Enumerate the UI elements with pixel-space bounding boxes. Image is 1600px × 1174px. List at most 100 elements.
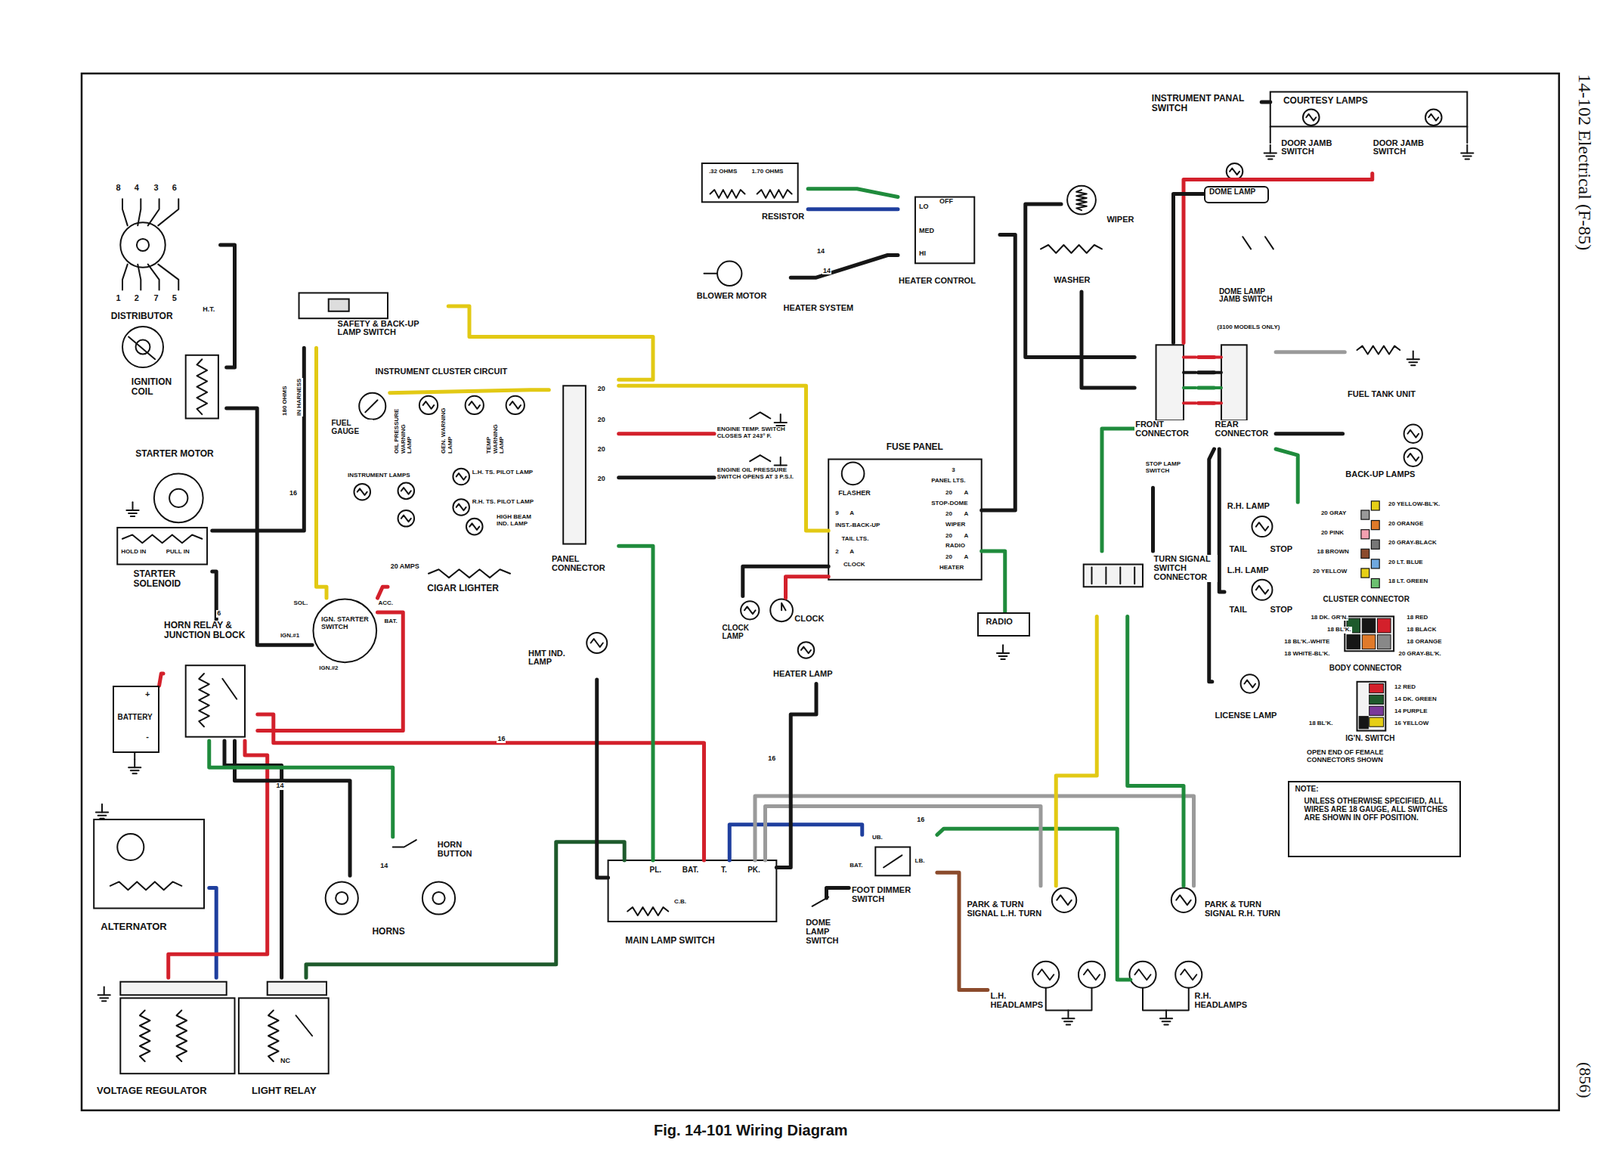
relay-case — [185, 665, 245, 737]
component: DOME LAMP — [1203, 185, 1269, 204]
wire — [765, 806, 1042, 886]
connector-pin — [1361, 548, 1370, 558]
component-label: R.H. LAMP — [1226, 501, 1271, 511]
component-label: - — [145, 732, 150, 742]
component: CLOCK LAMP — [720, 595, 769, 652]
component-label: HORN RELAY & JUNCTION BLOCK — [163, 620, 255, 641]
wire-label: 14 — [816, 247, 826, 256]
component-label: ALTERNATOR — [99, 921, 168, 932]
lamp-filament — [1229, 167, 1240, 175]
wire — [937, 872, 988, 990]
connector-block — [1344, 615, 1394, 651]
component: CLOCK — [767, 597, 835, 629]
ground-symbol — [1064, 1020, 1073, 1022]
wire-label: 20 — [944, 553, 954, 561]
lamp-filament — [1134, 968, 1151, 980]
component-label: MAIN LAMP SWITCH — [624, 935, 715, 946]
wire-label: RADIO — [944, 542, 966, 550]
ground-symbol — [133, 772, 137, 774]
page-frame — [81, 73, 1560, 1111]
lamp-symbol — [1175, 961, 1202, 988]
component-label: CIGAR LIGHTER — [426, 583, 500, 594]
wire — [618, 545, 653, 861]
component: WASHER — [1030, 244, 1115, 292]
component: FRONT CONNECTOR — [1134, 343, 1198, 449]
wire-label: IG'N. SWITCH — [1344, 734, 1396, 743]
regulator-case — [120, 997, 235, 1074]
wire-label: 20 YELLOW-BL'K. — [1387, 501, 1441, 508]
wire — [729, 824, 863, 861]
wire — [389, 389, 550, 394]
wire-label: 1 — [115, 294, 122, 304]
ground-lead — [779, 414, 782, 423]
component-label: C.B. — [673, 898, 688, 906]
wire-label: INSTRUMENT LAMPS — [346, 472, 412, 480]
wire-label: TAIL LTS. — [840, 535, 870, 543]
wire — [1173, 194, 1205, 344]
component-label: STOP — [1268, 544, 1294, 554]
component: INSTRUMENT PANAL SWITCH — [1151, 93, 1262, 131]
wire-label: GEN. WARNING LAMP — [440, 406, 454, 455]
ground-symbol — [1061, 1017, 1074, 1019]
wire — [1081, 291, 1135, 388]
jamb-switch — [1466, 126, 1468, 143]
wire-label: 16 — [288, 489, 298, 498]
component-label: PARK & TURN SIGNAL L.H. TURN — [965, 900, 1050, 919]
component: UB.BAT.LB.FOOT DIMMER SWITCH — [848, 834, 938, 917]
component: LIGHT RELAYNC — [238, 977, 336, 1105]
wire — [168, 740, 268, 978]
ground-symbol — [1265, 155, 1275, 158]
wire-label: 20 PINK — [1320, 529, 1345, 537]
component-label: BLOWER MOTOR — [696, 291, 768, 301]
ground-symbol — [1407, 358, 1420, 360]
wire-label: 18 WHITE-BL'K. — [1283, 650, 1331, 658]
lamp-filament — [401, 487, 412, 495]
resistor-block — [702, 163, 799, 202]
component-label: 1.70 OHMS — [751, 168, 790, 176]
component: PARK & TURN SIGNAL R.H. TURN — [1163, 885, 1285, 950]
component: STARTER MOTOR — [114, 448, 242, 523]
ground-symbol — [999, 655, 1008, 657]
component-label: PK. — [746, 866, 762, 875]
lamp-filament — [1407, 430, 1419, 438]
wire-label: CLUSTER CONNECTOR — [1322, 595, 1411, 604]
ground-symbol — [1465, 158, 1470, 161]
component: SAFETY & BACK-UP LAMP SWITCH — [296, 288, 449, 348]
connector-pin — [1119, 567, 1121, 585]
washer-pump — [1040, 244, 1102, 254]
wire-label: A — [848, 510, 855, 517]
component-label: STOP — [1268, 605, 1294, 615]
wire — [306, 841, 625, 978]
component: STARTER SOLENOIDHOLD INPULL IN — [114, 524, 213, 609]
component-label: REAR CONNECTOR — [1214, 420, 1274, 439]
connector-cell — [1358, 716, 1368, 729]
coil-case — [185, 355, 219, 419]
spark-lead — [157, 198, 179, 226]
ground-lead — [1002, 644, 1004, 653]
ground-lead — [132, 501, 134, 511]
component-label: CLOCK LAMP — [721, 624, 766, 641]
lamp-filament — [1176, 894, 1191, 905]
figure-caption: Fig. 14-101 Wiring Diagram — [652, 1122, 849, 1139]
temp-switch — [749, 411, 771, 418]
wire-label: IGN.#1 — [279, 632, 301, 640]
connector-cell — [1377, 634, 1392, 650]
connector-strip — [563, 385, 586, 544]
wire-label: CLOCK — [842, 561, 866, 569]
connector-cell — [1369, 694, 1384, 704]
component-label: WASHER — [1052, 275, 1091, 285]
component-label: BATTERY — [117, 713, 154, 722]
gauge-needle — [365, 399, 378, 412]
component-label: FRONT CONNECTOR — [1134, 420, 1195, 439]
connector-pin — [1104, 567, 1107, 585]
wire — [235, 740, 351, 876]
switch-blade — [393, 839, 417, 847]
component: PARK & TURN SIGNAL L.H. TURN — [964, 885, 1077, 950]
lamp-symbol — [1241, 674, 1260, 693]
relay-coil — [198, 673, 210, 727]
wire — [755, 795, 1195, 886]
wire-label: 20 YELLOW — [1312, 568, 1348, 576]
ground-lead — [101, 804, 103, 813]
component-label: L.H. LAMP — [1226, 566, 1270, 576]
wire-label: L.H. TS. PILOT LAMP — [471, 469, 534, 477]
